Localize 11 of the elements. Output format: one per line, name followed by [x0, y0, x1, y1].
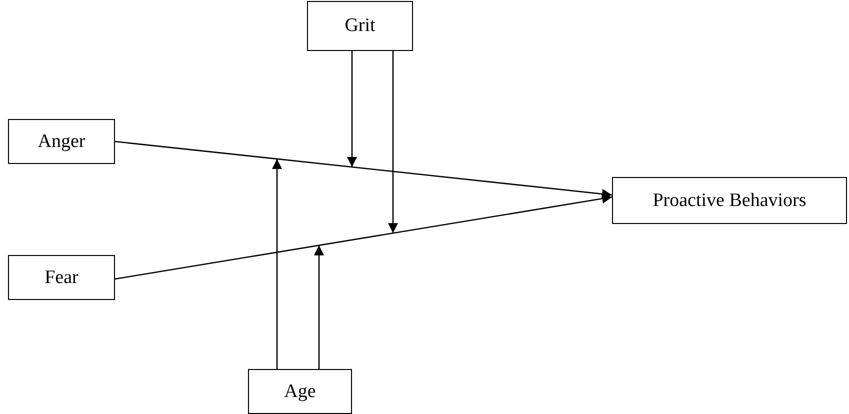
arrow	[114, 140, 612, 199]
variable-box: Age	[248, 369, 352, 414]
variable-box: Fear	[8, 255, 115, 300]
variable-box: Proactive Behaviors	[612, 177, 847, 224]
variable-box: Grit	[307, 1, 413, 51]
arrow	[314, 245, 324, 369]
variable-box: Anger	[8, 119, 115, 164]
arrow	[347, 51, 357, 167]
arrow	[388, 51, 398, 234]
arrow	[114, 194, 612, 280]
arrow	[272, 158, 282, 369]
